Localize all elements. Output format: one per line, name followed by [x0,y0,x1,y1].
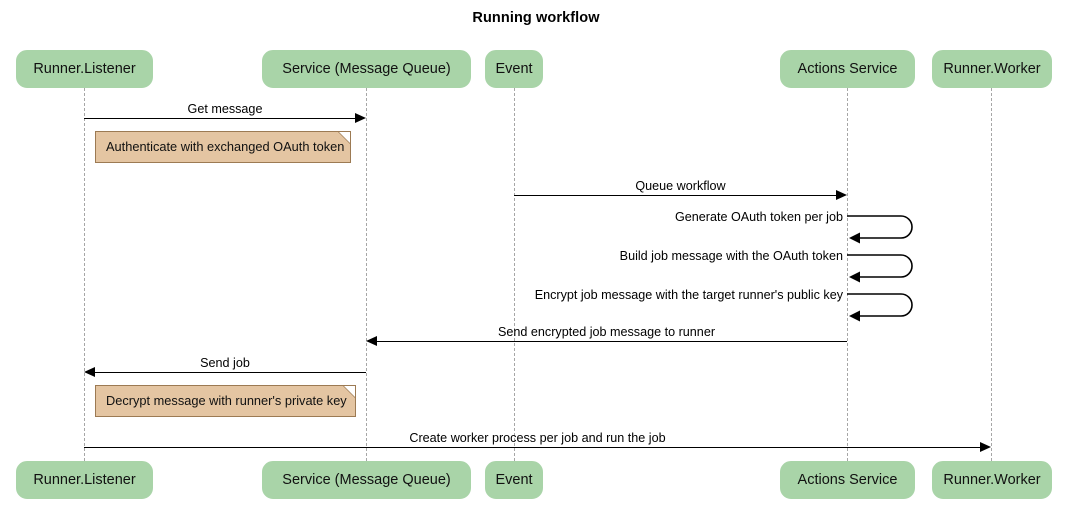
participant-runner-worker-top[interactable]: Runner.Worker [932,50,1052,88]
participant-runner-worker-bottom[interactable]: Runner.Worker [932,461,1052,499]
participant-actions-service-top[interactable]: Actions Service [780,50,915,88]
participant-event-bottom[interactable]: Event [485,461,543,499]
lifeline-actions-service [847,88,848,461]
message-label-generate-oauth-token: Generate OAuth token per job [674,210,843,224]
page-title: Running workflow [472,10,600,26]
arrowhead-queue-workflow [836,190,847,200]
message-label-build-job-message: Build job message with the OAuth token [619,249,843,263]
self-loop-encrypt-job-message [847,288,927,322]
note-decrypt: Decrypt message with runner's private ke… [95,385,356,417]
note-decrypt-label: Decrypt message with runner's private ke… [106,393,347,408]
message-label-encrypt-job-message: Encrypt job message with the target runn… [534,288,843,302]
participant-runner-listener-bottom[interactable]: Runner.Listener [16,461,153,499]
message-label-create-worker-process: Create worker process per job and run th… [409,431,666,445]
message-line-create-worker-process [84,447,980,448]
note-authenticate-label: Authenticate with exchanged OAuth token [106,139,345,154]
message-line-send-encrypted-job-message [377,341,847,342]
message-label-queue-workflow: Queue workflow [635,179,726,193]
participant-service-mq-top[interactable]: Service (Message Queue) [262,50,471,88]
message-line-send-job [95,372,366,373]
arrowhead-get-message [355,113,366,123]
note-authenticate: Authenticate with exchanged OAuth token [95,131,351,163]
message-label-send-job: Send job [200,356,250,370]
lifeline-event [514,88,515,461]
arrowhead-send-encrypted-job-message [366,336,377,346]
lifeline-runner-listener [84,88,85,461]
arrowhead-send-job [84,367,95,377]
arrowhead-create-worker-process [980,442,991,452]
participant-event-top[interactable]: Event [485,50,543,88]
self-loop-generate-oauth-token [847,210,927,244]
lifeline-runner-worker [991,88,992,461]
participant-service-mq-bottom[interactable]: Service (Message Queue) [262,461,471,499]
note-fold-icon [339,132,350,143]
message-label-get-message: Get message [187,102,263,116]
participant-actions-service-bottom[interactable]: Actions Service [780,461,915,499]
participant-runner-listener-top[interactable]: Runner.Listener [16,50,153,88]
message-line-queue-workflow [514,195,836,196]
message-line-get-message [84,118,355,119]
message-label-send-encrypted-job-message: Send encrypted job message to runner [497,325,716,339]
note-fold-icon [344,386,355,397]
self-loop-build-job-message [847,249,927,283]
lifeline-service-mq [366,88,367,461]
